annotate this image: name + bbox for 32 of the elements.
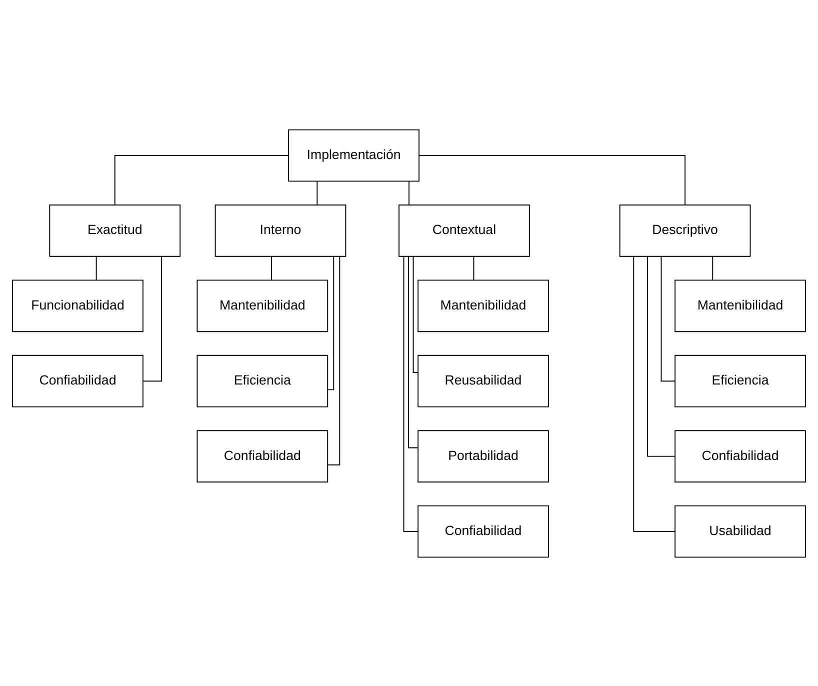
- node-box: Contextual: [398, 204, 530, 256]
- connector: [712, 256, 714, 280]
- node-box: Implementación: [288, 128, 420, 182]
- node-box: Confiabilidad: [196, 430, 328, 482]
- node-box: Interno: [214, 204, 346, 256]
- node-box: Eficiencia: [674, 354, 806, 407]
- connector: [270, 256, 272, 280]
- node-box: Mantenibilidad: [196, 279, 328, 332]
- connector: [473, 256, 474, 280]
- node-box: Reusabilidad: [418, 354, 549, 407]
- connector: [418, 154, 686, 205]
- node-box: Mantenibilidad: [418, 279, 549, 332]
- connector: [114, 154, 289, 205]
- node-box: Funcionabilidad: [12, 279, 144, 332]
- node-box: Mantenibilidad: [674, 279, 806, 332]
- node-box: Descriptivo: [619, 204, 751, 256]
- connector: [408, 255, 418, 448]
- node-box: Confiabilidad: [12, 354, 144, 407]
- connector: [633, 256, 676, 532]
- connector: [646, 256, 676, 456]
- connector: [316, 180, 318, 205]
- node-box: Portabilidad: [418, 430, 549, 482]
- node-box: Confiabilidad: [674, 430, 806, 482]
- connector: [142, 256, 162, 382]
- node-box: Eficiencia: [196, 354, 328, 407]
- connector: [96, 256, 97, 280]
- connector: [412, 256, 418, 372]
- node-box: Usabilidad: [674, 504, 806, 558]
- connector: [327, 256, 334, 390]
- node-box: Exactitud: [49, 204, 181, 256]
- connector: [408, 180, 410, 205]
- node-box: Confiabilidad: [418, 504, 549, 558]
